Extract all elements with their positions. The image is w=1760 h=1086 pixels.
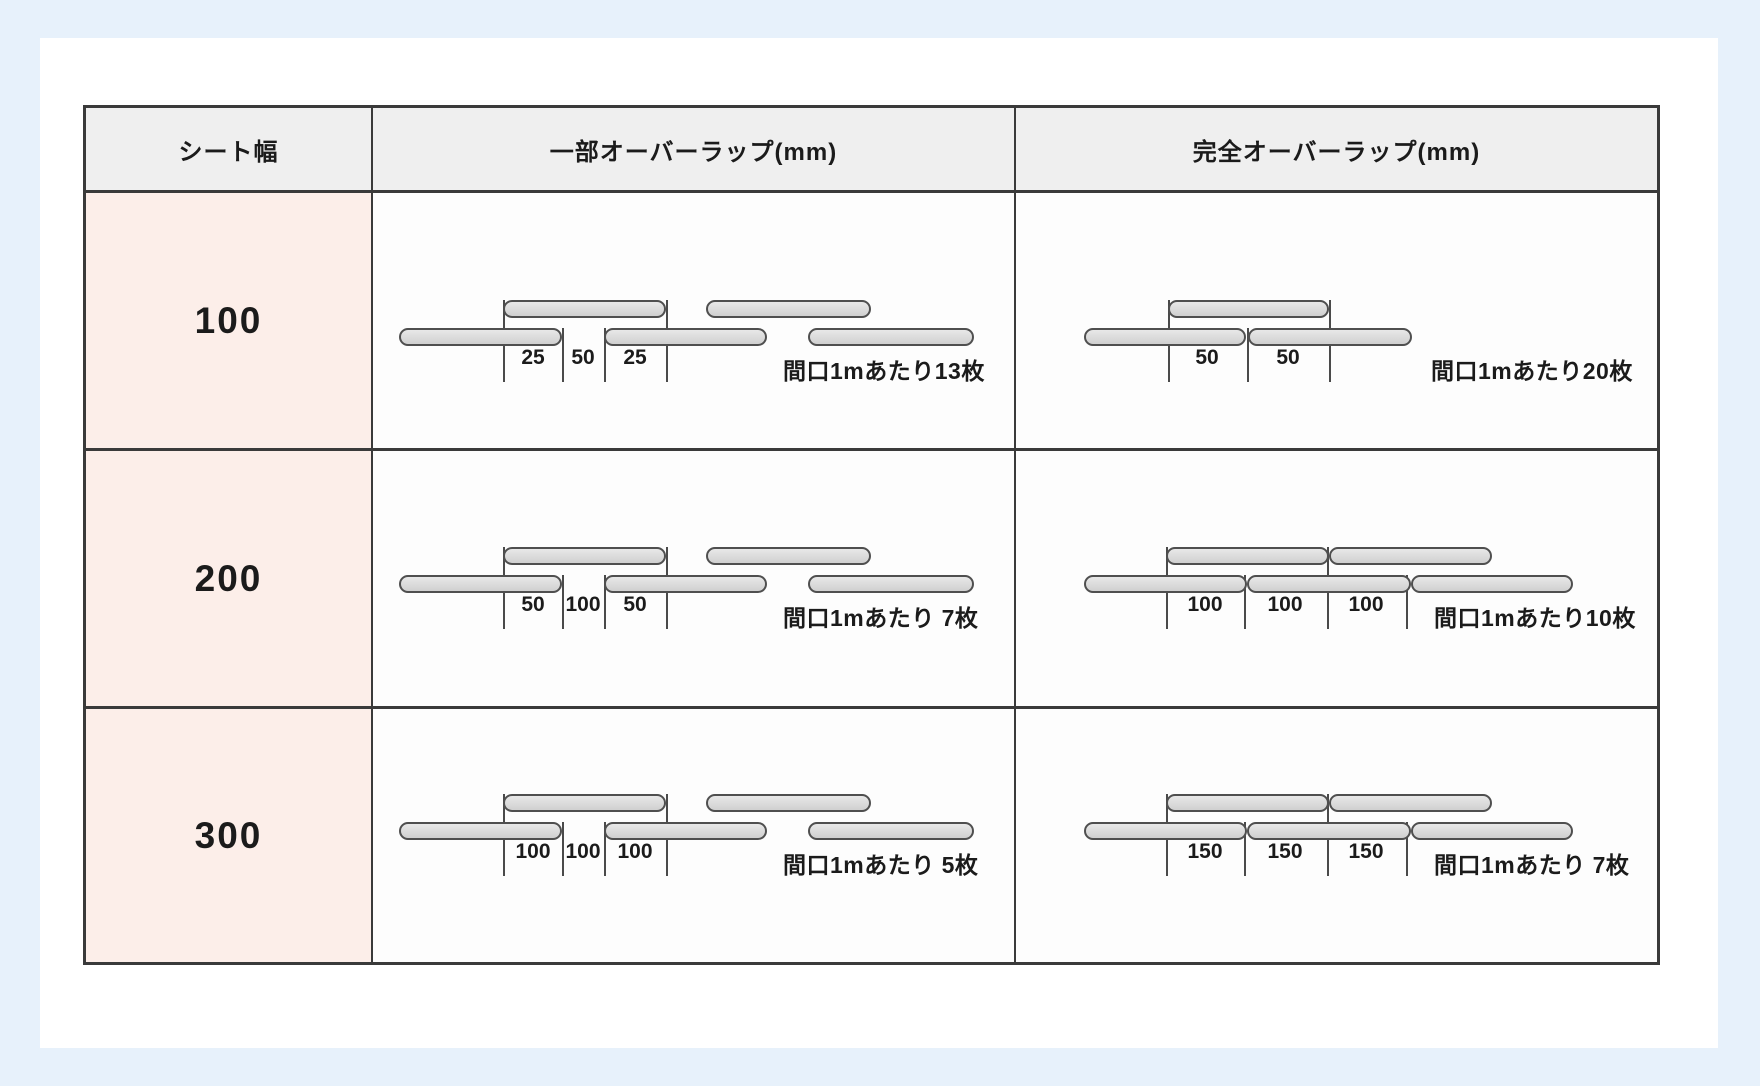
sheet-bar-bottom (808, 575, 974, 593)
count-note: 間口1mあたり 5枚 (783, 852, 979, 878)
sheet-width-value: 200 (194, 557, 263, 599)
count-note: 間口1mあたり 7枚 (783, 605, 979, 631)
dimension-label: 100 (565, 593, 601, 616)
sheet-width-cell: 100 (86, 193, 373, 451)
dimension-label: 100 (617, 840, 653, 863)
dimension-tick (604, 822, 606, 876)
sheet-bar-bottom (1411, 575, 1573, 593)
dimension-label: 50 (521, 593, 545, 616)
dimension-tick (562, 575, 564, 629)
dimension-tick (1244, 575, 1246, 629)
sheet-bar-bottom (604, 822, 767, 840)
dimension-label: 150 (1187, 840, 1223, 863)
sheet-width-cell: 300 (86, 709, 373, 962)
dimension-label: 100 (515, 840, 551, 863)
dimension-tick (1244, 822, 1246, 876)
content-card: シート幅 一部オーバーラップ(mm) 完全オーバーラップ(mm) 100 25 50… (40, 38, 1718, 1048)
sheet-bar-top (503, 547, 666, 565)
dimension-label: 50 (623, 593, 647, 616)
sheet-bar-top (1166, 794, 1329, 812)
dimension-tick (1406, 822, 1408, 876)
sheet-bar-top (1329, 794, 1492, 812)
full-overlap-cell: 150 150 150 間口1mあたり 7枚 (1016, 709, 1657, 962)
dimension-label: 50 (571, 346, 595, 369)
dimension-tick (1247, 328, 1249, 382)
header-full-overlap: 完全オーバーラップ(mm) (1016, 108, 1657, 193)
overlap-diagram: 100 100 100 間口1mあたり10枚 (1084, 547, 1644, 639)
header-partial-overlap: 一部オーバーラップ(mm) (373, 108, 1016, 193)
overlap-diagram: 150 150 150 間口1mあたり 7枚 (1084, 794, 1644, 886)
dimension-label: 150 (1267, 840, 1303, 863)
dimension-tick (562, 328, 564, 382)
sheet-bar-bottom (1248, 328, 1412, 346)
dimension-label: 100 (1267, 593, 1303, 616)
sheet-bar-bottom (1247, 575, 1411, 593)
header-partial-overlap-label: 一部オーバーラップ(mm) (549, 138, 838, 166)
dimension-label: 100 (1348, 593, 1384, 616)
dimension-tick (604, 328, 606, 382)
dimension-label: 25 (623, 346, 647, 369)
overlap-diagram: 100 100 100 間口1mあたり 5枚 (399, 794, 979, 886)
sheet-bar-top (706, 794, 871, 812)
sheet-bar-bottom (399, 575, 562, 593)
overlap-diagram: 50 50 間口1mあたり20枚 (1084, 300, 1644, 392)
sheet-bar-bottom (399, 822, 562, 840)
partial-overlap-cell: 50 100 50 間口1mあたり 7枚 (373, 451, 1016, 709)
partial-overlap-cell: 25 50 25 間口1mあたり13枚 (373, 193, 1016, 451)
sheet-bar-bottom (399, 328, 562, 346)
sheet-bar-bottom (1084, 328, 1246, 346)
overlap-diagram: 50 100 50 間口1mあたり 7枚 (399, 547, 979, 639)
overlap-diagram: 25 50 25 間口1mあたり13枚 (399, 300, 984, 392)
header-sheet-width-label: シート幅 (178, 138, 279, 166)
sheet-bar-bottom (1247, 822, 1411, 840)
sheet-bar-bottom (1084, 575, 1247, 593)
sheet-bar-bottom (1411, 822, 1573, 840)
sheet-width-value: 300 (194, 814, 263, 856)
sheet-width-value: 100 (194, 299, 263, 341)
sheet-bar-top (1166, 547, 1329, 565)
dimension-tick (562, 822, 564, 876)
dimension-label: 100 (565, 840, 601, 863)
sheet-bar-bottom (604, 575, 767, 593)
count-note: 間口1mあたり10枚 (1434, 605, 1636, 631)
count-note: 間口1mあたり20枚 (1431, 358, 1633, 384)
count-note: 間口1mあたり 7枚 (1434, 852, 1630, 878)
sheet-width-cell: 200 (86, 451, 373, 709)
dimension-tick (604, 575, 606, 629)
header-sheet-width: シート幅 (86, 108, 373, 193)
sheet-bar-top (706, 300, 871, 318)
dimension-label: 150 (1348, 840, 1384, 863)
full-overlap-cell: 100 100 100 間口1mあたり10枚 (1016, 451, 1657, 709)
dimension-label: 50 (1276, 346, 1300, 369)
header-full-overlap-label: 完全オーバーラップ(mm) (1192, 138, 1481, 166)
sheet-bar-bottom (604, 328, 767, 346)
sheet-bar-top (706, 547, 871, 565)
sheet-bar-bottom (808, 328, 974, 346)
dimension-label: 25 (521, 346, 545, 369)
sheet-bar-top (1168, 300, 1329, 318)
count-note: 間口1mあたり13枚 (783, 358, 985, 384)
sheet-bar-top (503, 794, 666, 812)
sheet-bar-top (1329, 547, 1492, 565)
full-overlap-cell: 50 50 間口1mあたり20枚 (1016, 193, 1657, 451)
partial-overlap-cell: 100 100 100 間口1mあたり 5枚 (373, 709, 1016, 962)
sheet-bar-bottom (808, 822, 974, 840)
dimension-tick (1406, 575, 1408, 629)
sheet-bar-bottom (1084, 822, 1247, 840)
dimension-label: 50 (1195, 346, 1219, 369)
dimension-label: 100 (1187, 593, 1223, 616)
sheet-bar-top (503, 300, 666, 318)
sheet-overlap-table: シート幅 一部オーバーラップ(mm) 完全オーバーラップ(mm) 100 25 50… (83, 105, 1660, 965)
